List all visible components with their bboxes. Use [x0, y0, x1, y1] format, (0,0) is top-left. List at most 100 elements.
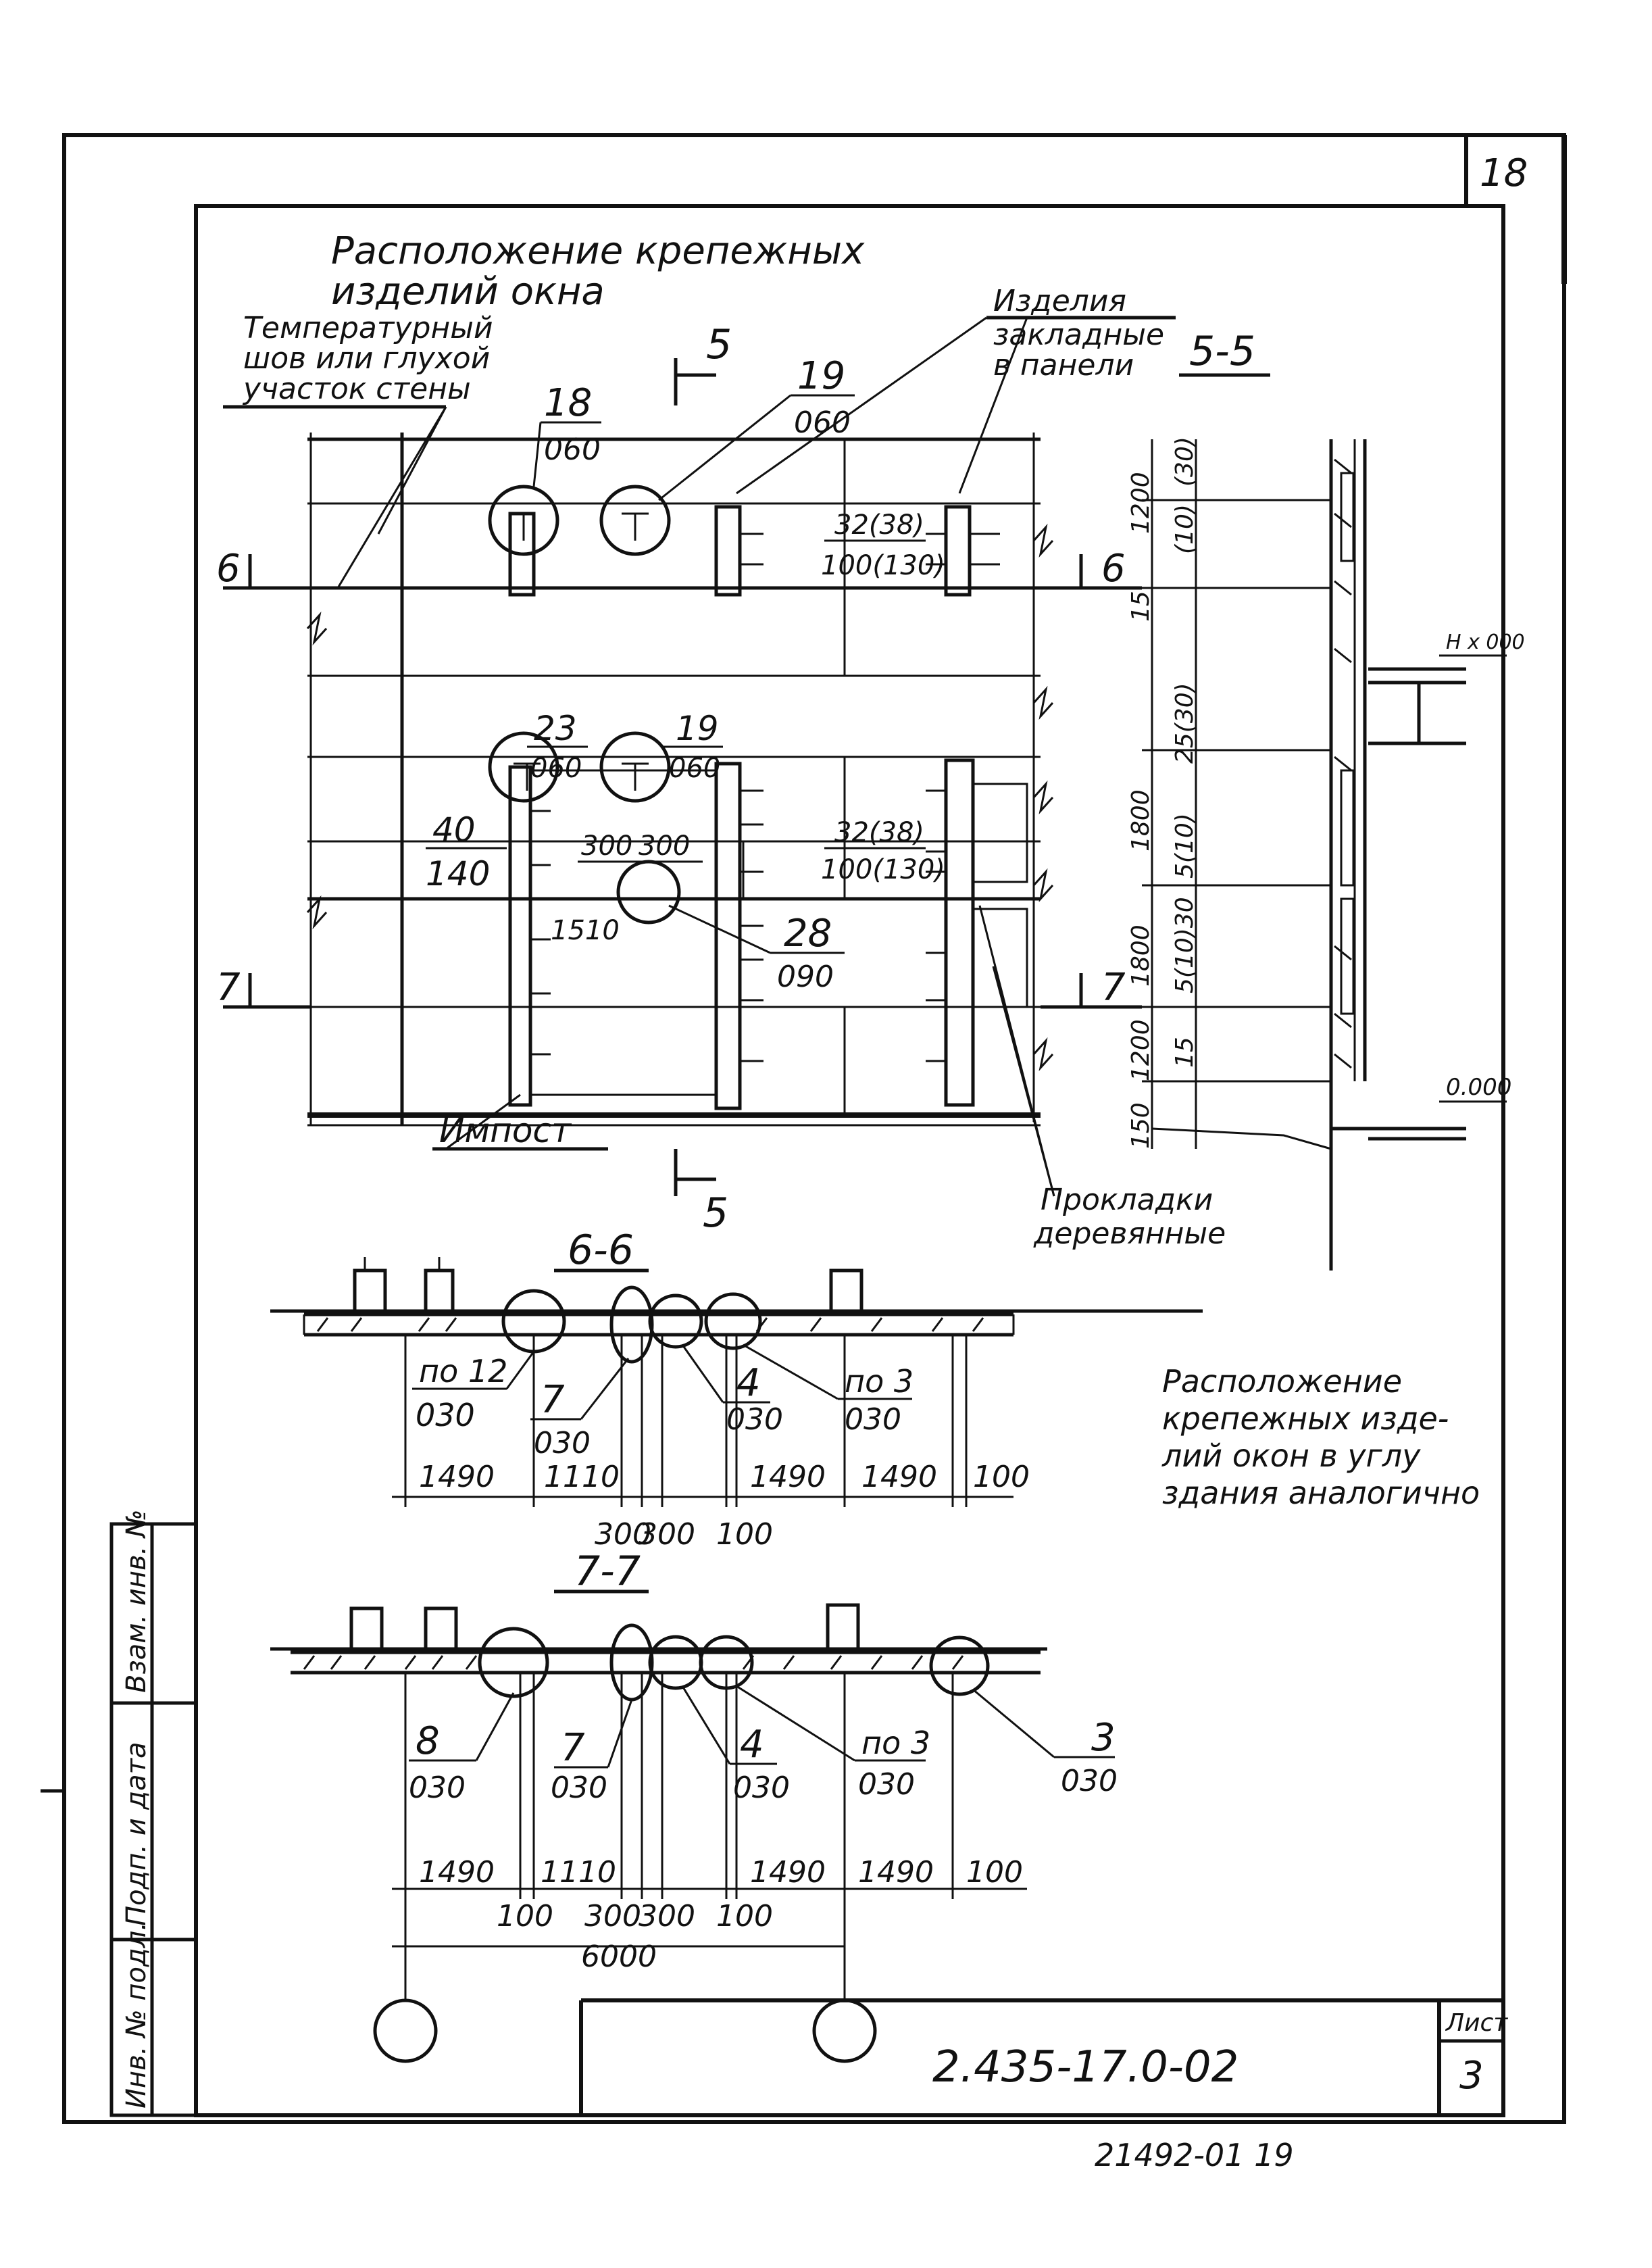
dim-66-300-a: 300: [595, 1517, 651, 1552]
callout-3a-77-den: 030: [858, 1767, 915, 1802]
stamp-replace-inv: Взам. инв. №: [121, 1509, 152, 1693]
elevation-view: 18 060 19 060 32(38) 100(130) 6 6 5: [216, 321, 1226, 1251]
section-5-5: 5-5 Н х 000 0.000 1200 (30) (10): [1127, 328, 1525, 1271]
dim-77-1490-b: 1490: [750, 1855, 826, 1890]
axis-bubble-left: [373, 1998, 438, 2063]
section-mark-6-left: 6: [216, 547, 241, 591]
dim-32-top: 32(38): [834, 510, 924, 541]
callout-circle-3b-77: [929, 1635, 990, 1696]
callout-3a-77-num: по 3: [861, 1725, 930, 1761]
sheet-number: 3: [1459, 2054, 1484, 2098]
dim-66-100-end: 100: [973, 1460, 1030, 1494]
section-5-5-label: 5-5: [1189, 328, 1255, 375]
callout-12-den: 030: [416, 1397, 475, 1433]
section-6-6: 6-6 по 12 030 7 030 4 030 по 3 030: [270, 1227, 1203, 1552]
stamp-sign-date: Подп. и дата: [121, 1742, 152, 1926]
dim-77-1490-a: 1490: [419, 1855, 495, 1890]
side-stamp: Взам. инв. № Подп. и дата Инв. № подл.: [109, 1509, 198, 2117]
callout-19-den: 060: [794, 405, 851, 440]
dim-66-1490-b: 1490: [750, 1460, 826, 1494]
callout-3-66-num: по 3: [845, 1363, 913, 1400]
sheet-label: Лист: [1445, 2009, 1508, 2037]
dim-66-100: 100: [716, 1517, 773, 1552]
stamp-inv-no: Инв. № подл.: [121, 1922, 152, 2109]
callout-4-77-num: 4: [740, 1723, 764, 1767]
callout-3b-77-num: 3: [1091, 1716, 1116, 1760]
callout-circle-7-77: [609, 1623, 654, 1702]
callout-19b-num: 19: [676, 709, 719, 748]
section-7-7: 7-7 8 030 7 030 4 030 по 3 030 3 030: [270, 1548, 1118, 2063]
callout-7-77-den: 030: [551, 1771, 607, 1805]
dim-66-300-b: 300: [639, 1517, 695, 1552]
callout-circle-3-66: [704, 1292, 762, 1350]
dim-55-1800-a: 1800: [1127, 789, 1155, 852]
dim-55-5-10-30: 5(10)30: [1171, 897, 1199, 993]
section-7-7-label: 7-7: [574, 1548, 641, 1595]
callout-4-66-num: 4: [736, 1361, 761, 1405]
dim-55-15-bottom: 15: [1171, 1037, 1199, 1068]
temp-joint-note-2: шов или глухой: [243, 341, 490, 376]
dim-55-25-30: 25(30): [1171, 683, 1199, 764]
callout-23-den: 060: [530, 753, 582, 784]
section-mark-5-bottom: 5: [703, 1189, 728, 1237]
temp-joint-note-1: Температурный: [243, 311, 493, 345]
embedded-note-1: Изделия: [993, 284, 1126, 318]
level-mark-top: Н х 000: [1446, 631, 1525, 654]
callout-40-num: 40: [432, 810, 476, 849]
dim-55-1800-b: 1800: [1127, 925, 1155, 987]
corner-note-2: крепежных изде-: [1162, 1400, 1449, 1437]
callout-40-den: 140: [426, 854, 490, 893]
callout-circle-23: [488, 731, 559, 803]
corner-note-3: лий окон в углу: [1161, 1437, 1421, 1474]
dim-1510: 1510: [551, 915, 620, 946]
callout-18-den: 060: [544, 433, 601, 467]
dim-77-100-end: 100: [966, 1855, 1023, 1890]
corner-note: Расположение крепежных изде- лий окон в …: [1161, 1363, 1480, 1511]
dim-55-150: 150: [1127, 1102, 1155, 1149]
dim-77-1110: 1110: [541, 1855, 616, 1890]
section-mark-7-left: 7: [216, 966, 241, 1010]
embedded-note-2: закладные: [993, 318, 1164, 352]
callout-circle-4-77: [648, 1635, 703, 1690]
callout-28-num: 28: [784, 912, 832, 956]
dim-55-10: (10): [1171, 504, 1199, 554]
dim-55-30: (30): [1171, 437, 1199, 487]
top-sheet-number: 18: [1480, 151, 1528, 195]
inner-frame: [194, 204, 1505, 2117]
dim-300a: 300: [581, 831, 632, 862]
callout-7-77-num: 7: [561, 1726, 585, 1770]
dim-77-100-b: 100: [716, 1899, 773, 1933]
dim-77-100-a: 100: [497, 1899, 553, 1933]
callout-4-66-den: 030: [726, 1402, 783, 1437]
callout-12-num: по 12: [419, 1353, 507, 1389]
dim-66-1490-c: 1490: [861, 1460, 937, 1494]
dim-100-top: 100(130): [821, 550, 945, 581]
callout-3-66-den: 030: [845, 1402, 901, 1437]
dim-55-1200-top: 1200: [1127, 472, 1155, 534]
drawing-title-line1: Расположение крепежных: [331, 229, 865, 273]
dim-66-1490-a: 1490: [419, 1460, 495, 1494]
corner-note-4: здания аналогично: [1162, 1475, 1480, 1511]
callout-28-den: 090: [777, 960, 834, 994]
callout-7-66-den: 030: [534, 1426, 591, 1460]
pads-note-2: деревянные: [1033, 1216, 1226, 1251]
callout-4-77-den: 030: [733, 1771, 790, 1805]
level-mark-bottom: 0.000: [1446, 1074, 1511, 1101]
dim-32-bottom: 32(38): [834, 817, 924, 848]
temp-joint-note-3: участок стены: [242, 372, 471, 406]
callout-circle-28: [616, 860, 681, 925]
archive-code: 21492-01 19: [1095, 2137, 1294, 2173]
callout-circle-18: [488, 485, 559, 556]
callout-circle-19-top: [599, 485, 671, 556]
callout-7-66-num: 7: [541, 1378, 565, 1422]
embedded-note-3: в панели: [993, 348, 1134, 383]
dim-300b: 300: [639, 831, 690, 862]
dim-55-15-top: 15: [1127, 591, 1155, 622]
pads-note-1: Прокладки: [1041, 1183, 1213, 1217]
callout-3b-77-den: 030: [1061, 1764, 1118, 1798]
dim-66-1110: 1110: [544, 1460, 620, 1494]
drawing-title-line2: изделий окна: [331, 270, 605, 314]
dim-77-300-a: 300: [584, 1899, 641, 1933]
callout-19b-den: 060: [669, 753, 720, 784]
